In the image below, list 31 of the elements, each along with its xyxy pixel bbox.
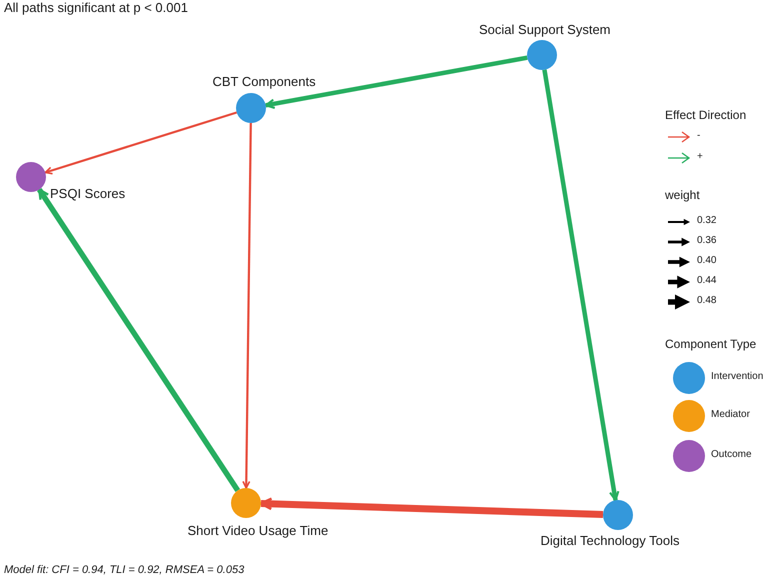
legend-title: Effect Direction: [665, 108, 746, 122]
node-label: Social Support System: [479, 22, 611, 37]
node-label: Digital Technology Tools: [540, 533, 680, 548]
legend-label: Intervention: [711, 371, 764, 382]
legend-label: Mediator: [711, 409, 750, 420]
path-arrow: [44, 111, 238, 174]
node-marker: [16, 162, 125, 202]
node-label: PSQI Scores: [50, 186, 126, 201]
node-marker: [212, 74, 316, 123]
path-arrow: [36, 188, 240, 492]
legend-label: Outcome: [711, 449, 752, 460]
legend-label: 0.44: [697, 275, 716, 286]
model-fit-caption: Model fit: CFI = 0.94, TLI = 0.92, RMSEA = 0.053: [4, 564, 244, 576]
legend-label: 0.36: [697, 235, 716, 246]
node-label: CBT Components: [212, 74, 316, 89]
node-marker: [540, 500, 680, 549]
legend-title: weight: [665, 188, 700, 202]
node-marker: [479, 22, 611, 70]
legend-title: Component Type: [665, 337, 756, 351]
legend-label: 0.32: [697, 215, 716, 226]
path-arrow: [260, 497, 604, 518]
legend-label: +: [697, 151, 703, 162]
path-arrow: [264, 55, 528, 109]
node-marker: [188, 488, 328, 539]
path-arrow: [242, 122, 252, 489]
legend-label: 0.48: [697, 295, 716, 306]
path-arrow: [542, 69, 620, 502]
legend-label: -: [697, 130, 700, 141]
legend-label: 0.40: [697, 255, 716, 266]
diagram-title: All paths significant at p < 0.001: [4, 0, 188, 15]
node-label: Short Video Usage Time: [188, 523, 328, 538]
